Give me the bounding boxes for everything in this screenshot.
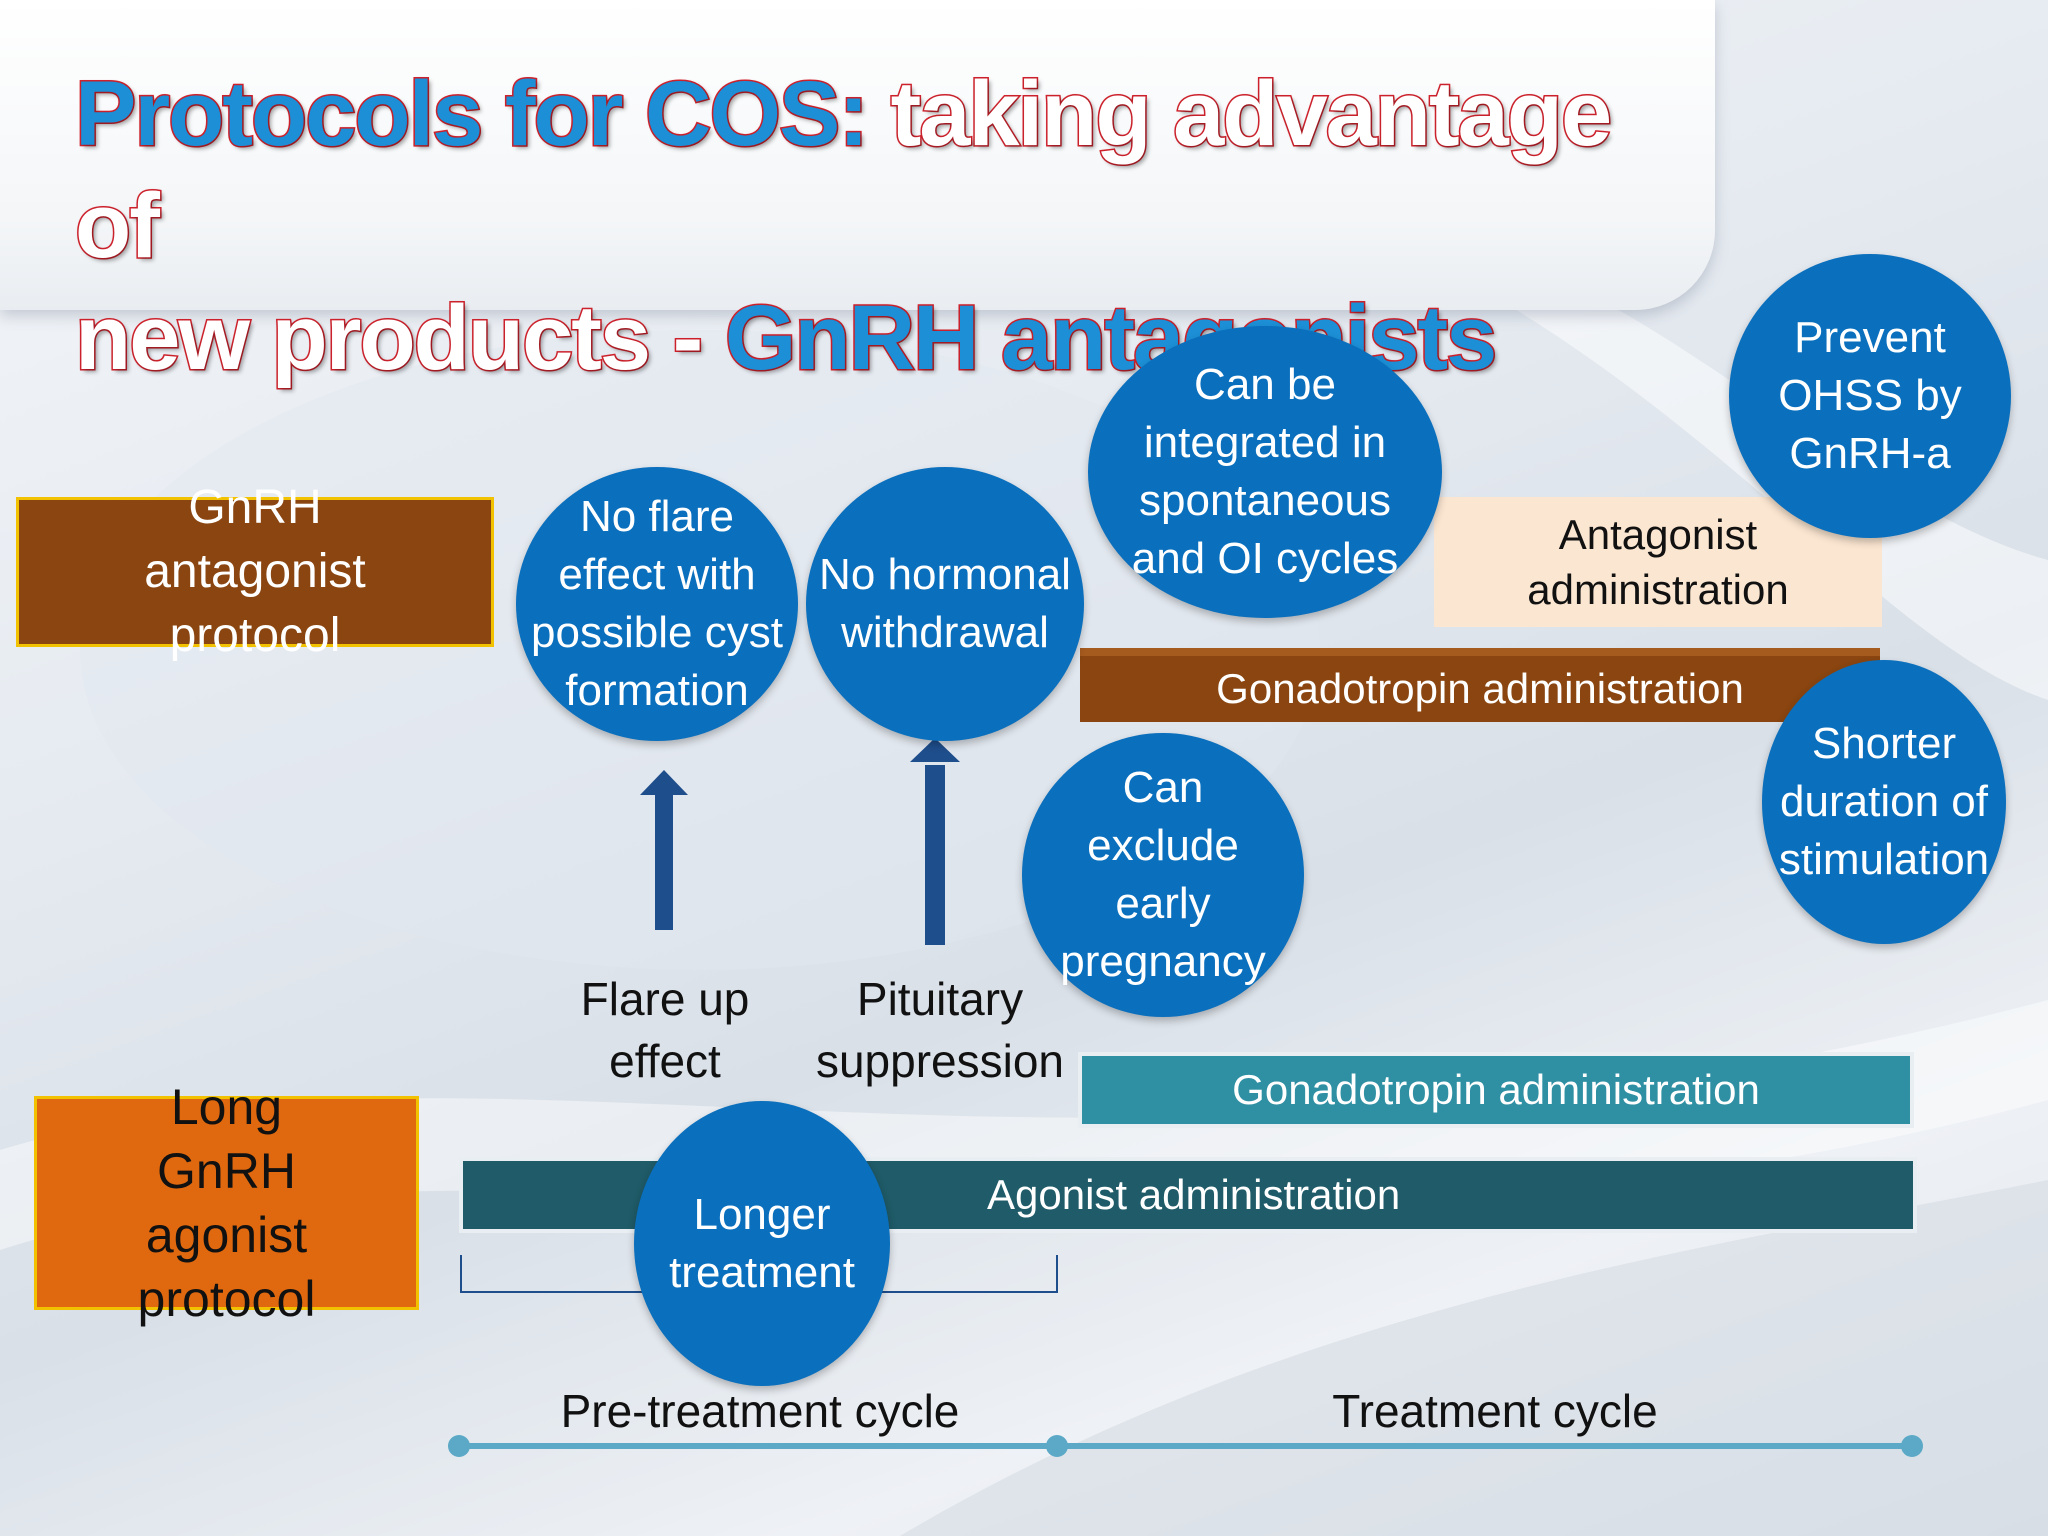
pituitary-suppression-label: Pituitary suppression <box>815 973 1065 1087</box>
no-flare-text: No flare effect with possible cyst forma… <box>531 492 783 715</box>
gonadotropin-administration-bar-antagonist: Gonadotropin administration <box>1080 648 1880 722</box>
title-part-advantage: taking advantage of <box>73 62 1613 279</box>
prevent-ohss-circle: Prevent OHSS by GnRH-a <box>1729 254 2011 538</box>
no-hormonal-text: No hormonal withdrawal <box>819 550 1071 657</box>
title-part-cos: Protocols for COS: <box>73 62 870 167</box>
shorter-duration-circle: Shorter duration of stimulation <box>1762 660 2006 944</box>
title-panel <box>0 0 1715 310</box>
integrated-circle: Can be integrated in spontaneous and OI … <box>1088 326 1442 618</box>
treatment-cycle-label: Treatment cycle <box>1332 1385 1658 1437</box>
antagonist-protocol-text: GnRH antagonist protocol <box>144 481 366 662</box>
shorter-duration-text: Shorter duration of stimulation <box>1778 719 1990 884</box>
prevent-ohss-text: Prevent OHSS by GnRH-a <box>1778 313 1962 478</box>
no-flare-circle: No flare effect with possible cyst forma… <box>516 467 798 741</box>
exclude-pregnancy-circle: Can exclude early pregnancy <box>1022 733 1304 1017</box>
integrated-text: Can be integrated in spontaneous and OI … <box>1131 360 1399 583</box>
no-hormonal-circle: No hormonal withdrawal <box>806 467 1084 741</box>
longer-treatment-circle: Longer treatment <box>634 1101 890 1386</box>
gonadotropin-administration-text: Gonadotropin administration <box>1232 1066 1760 1113</box>
exclude-pregnancy-text: Can exclude early pregnancy <box>1060 763 1266 986</box>
longer-treatment-text: Longer treatment <box>669 1189 855 1297</box>
antagonist-protocol-label: GnRH antagonist protocol <box>16 481 494 662</box>
pre-treatment-cycle-label: Pre-treatment cycle <box>560 1385 960 1437</box>
page-title: Protocols for COS: taking advantage of n… <box>73 58 1675 394</box>
agonist-protocol-label: Long GnRH agonist protocol <box>34 1079 419 1327</box>
antagonist-administration-text: Antagonist administration <box>1527 511 1789 613</box>
gonadotropin-administration-bar-agonist: Gonadotropin administration <box>1078 1052 1914 1128</box>
flare-up-effect-label: Flare up effect <box>580 973 750 1087</box>
agonist-administration-text: Agonist administration <box>987 1171 1401 1218</box>
gonadotropin-administration-text: Gonadotropin administration <box>1216 665 1744 712</box>
agonist-protocol-text: Long GnRH agonist protocol <box>137 1079 316 1327</box>
title-part-new-products: new products - <box>74 286 725 391</box>
